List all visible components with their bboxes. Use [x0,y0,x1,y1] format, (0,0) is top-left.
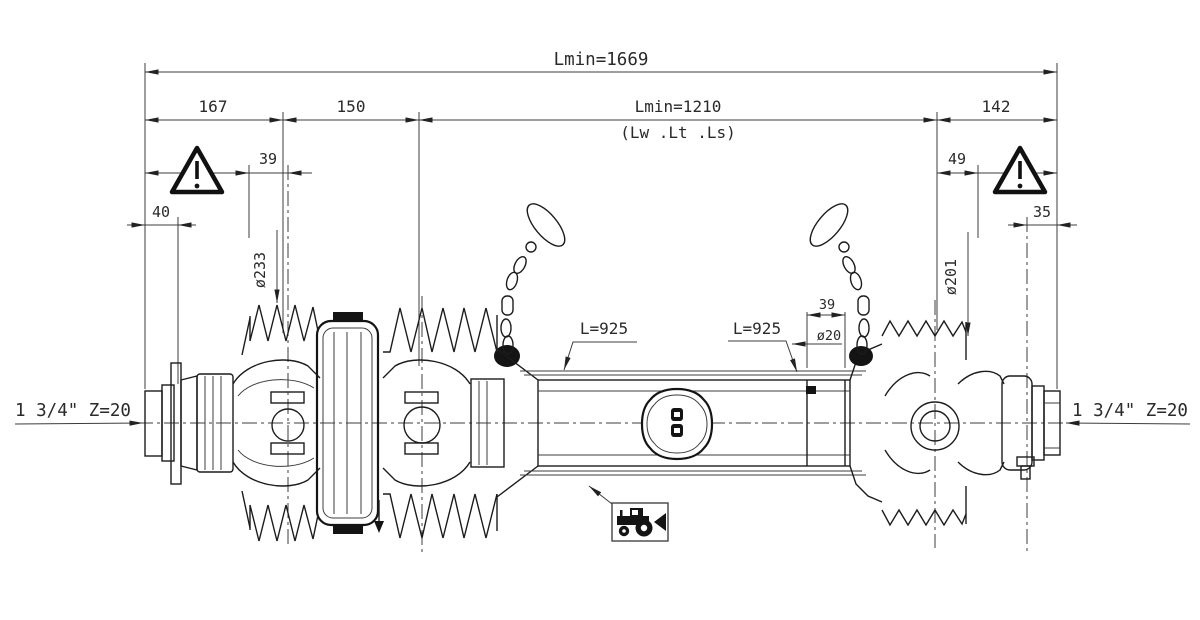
bellows1-top [249,304,319,342]
left-spline-leader [14,420,144,426]
left-arrow-icon [654,513,666,531]
dim-overall: Lmin=1669 [554,50,649,70]
clip-detail [374,521,384,533]
safety-chain-left [500,203,566,355]
right-spline-stub [1043,390,1061,456]
snap-hook-left [526,203,566,247]
dim-dia20: ø20 [817,328,841,344]
left-spline-label: 1 3/4" Z=20 [15,401,131,421]
snap-hook-right [809,203,849,247]
dim-49: 49 [948,150,966,168]
dim-l925-inner: L=925 [733,319,781,338]
right-spline-label: 1 3/4" Z=20 [1072,401,1188,421]
dim-dia201: ø201 [942,259,960,295]
yoke3 [884,371,931,397]
l925-leader-inner [728,340,798,373]
warning-triangle-right-icon [992,145,1048,195]
dim-inner: Lmin=1210 [635,97,722,116]
bellows2-top [383,307,498,353]
guard-tube [537,379,851,467]
shaft-drawing [144,304,1061,542]
l925-leader-outer [563,341,637,371]
warning-triangle-left-icon [169,145,225,195]
dim-35: 35 [1033,203,1051,221]
dimension-lines [14,69,1191,505]
safety-chain-right [809,203,870,355]
dimension-texts: Lmin=1669 167 150 Lmin=1210 (Lw .Lt .Ls)… [15,50,1188,421]
extension-lines [138,63,1064,552]
dim-l925-outer: L=925 [580,319,628,338]
dim-167: 167 [199,97,228,116]
joint1-eye [271,408,305,442]
left-qs-collar [196,373,234,473]
dim-inner-note: (Lw .Lt .Ls) [620,123,736,142]
tractor-direction-box [611,502,669,542]
dim-39-mid: 39 [819,297,835,313]
bellows3-bottom [881,508,967,527]
bellows2-bottom [383,493,498,539]
dim-150: 150 [337,97,366,116]
dim-142: 142 [982,97,1011,116]
tractor-box-leader [588,485,613,505]
right-spline-leader [1065,420,1191,426]
dim-40: 40 [152,203,170,221]
joint3-eye [910,401,960,451]
dim-39-left: 39 [259,150,277,168]
bellows1-bottom [249,504,319,542]
yoke1 [232,359,321,385]
tube-pin [806,386,816,394]
yoke2 [382,359,471,385]
joint2-eye [403,406,441,444]
chain-anchor-right [849,346,873,366]
bellows3-top [881,319,967,338]
right-bell-bottom [849,465,883,503]
tractor-icon [617,508,653,537]
dim-dia233: ø233 [251,252,269,288]
